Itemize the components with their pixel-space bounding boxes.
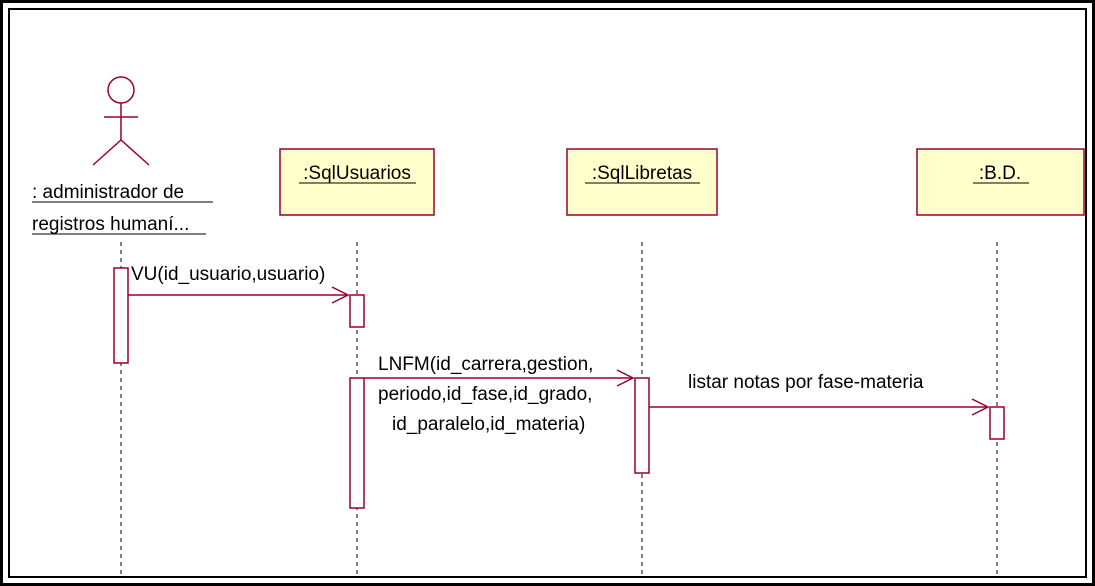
message-vu-label: VU(id_usuario,usuario) [131,264,325,285]
message-lnfm-label-line2: periodo,id_fase,id_grado, [378,384,592,405]
message-lnfm-label-line1: LNFM(id_carrera,gestion, [378,354,593,375]
activation-sql-usuarios-2 [349,377,365,509]
activation-sql-libretas [634,377,650,474]
actor-name-line2: registros humaní... [32,214,189,235]
activation-bd [989,406,1005,440]
object-sql-libretas: :SqlLibretas [566,148,718,216]
object-sql-usuarios-label: :SqlUsuarios [303,163,411,184]
inner-frame [8,8,1087,578]
object-bd: :B.D. [916,148,1085,216]
message-lnfm-label-line3: id_paralelo,id_materia) [392,414,585,435]
message-listar-notas-label: listar notas por fase-materia [688,372,924,393]
object-sql-libretas-label: :SqlLibretas [592,163,692,184]
activation-actor [113,267,129,364]
object-bd-label: :B.D. [979,163,1021,184]
actor-stick-figure-icon [92,76,150,166]
actor-name-line1: : administrador de [32,182,184,203]
message-listar-notas: listar notas por fase-materia [649,372,990,416]
message-vu: VU(id_usuario,usuario) [128,264,350,304]
object-sql-usuarios: :SqlUsuarios [279,148,435,216]
message-lnfm: LNFM(id_carrera,gestion, periodo,id_fase… [364,354,635,435]
activation-sql-usuarios-1 [349,294,365,328]
